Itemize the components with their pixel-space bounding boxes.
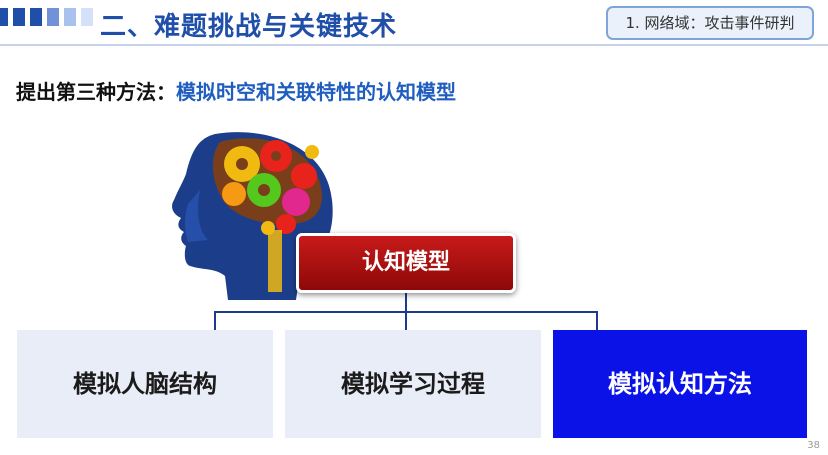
child-node-learning-process: 模拟学习过程	[285, 330, 541, 438]
slide-subtitle: 提出第三种方法：模拟时空和关联特性的认知模型	[16, 76, 456, 105]
slide-title: 二、难题挑战与关键技术	[100, 12, 398, 42]
title-divider	[0, 44, 828, 46]
root-node: 认知模型	[296, 233, 516, 293]
title-decoration	[0, 8, 93, 26]
subtitle-highlight: 模拟时空和关联特性的认知模型	[176, 80, 456, 104]
brain-with-gears-icon	[172, 132, 333, 300]
page-number: 38	[807, 440, 820, 451]
child-node-brain-structure: 模拟人脑结构	[17, 330, 273, 438]
child-node-cognitive-method: 模拟认知方法	[553, 330, 807, 438]
section-badge: 1. 网络域：攻击事件研判	[606, 6, 814, 40]
subtitle-prefix: 提出第三种方法：	[16, 80, 176, 104]
